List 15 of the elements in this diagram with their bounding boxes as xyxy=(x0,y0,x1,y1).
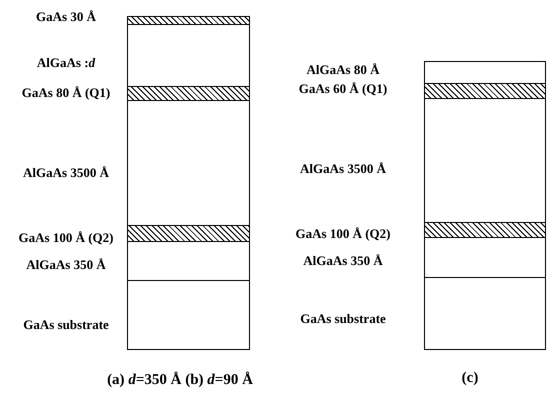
layer-label: GaAs substrate xyxy=(22,317,110,333)
panel-caption: (a) d=350 Å (b) d=90 Å xyxy=(106,371,254,389)
layer-label: GaAs 60 Å (Q1) xyxy=(298,81,388,97)
layer-label: AlGaAs 350 Å xyxy=(302,253,384,269)
layer-label: GaAs substrate xyxy=(299,311,387,327)
layer-label: AlGaAs 350 Å xyxy=(25,257,107,273)
layer-label: AlGaAs 3500 Å xyxy=(22,165,110,181)
panel-caption: (c) xyxy=(460,369,480,387)
layer-label: GaAs 80 Å (Q1) xyxy=(20,85,112,101)
layer-label: AlGaAs 80 Å xyxy=(306,62,380,78)
layer-label: GaAs 100 Å (Q2) xyxy=(18,230,114,246)
layer-label: AlGaAs 3500 Å xyxy=(299,161,387,177)
layer-label: AlGaAs :d xyxy=(36,55,96,71)
layer-label: GaAs 100 Å (Q2) xyxy=(294,226,392,242)
layer-label: GaAs 30 Å xyxy=(35,9,97,25)
